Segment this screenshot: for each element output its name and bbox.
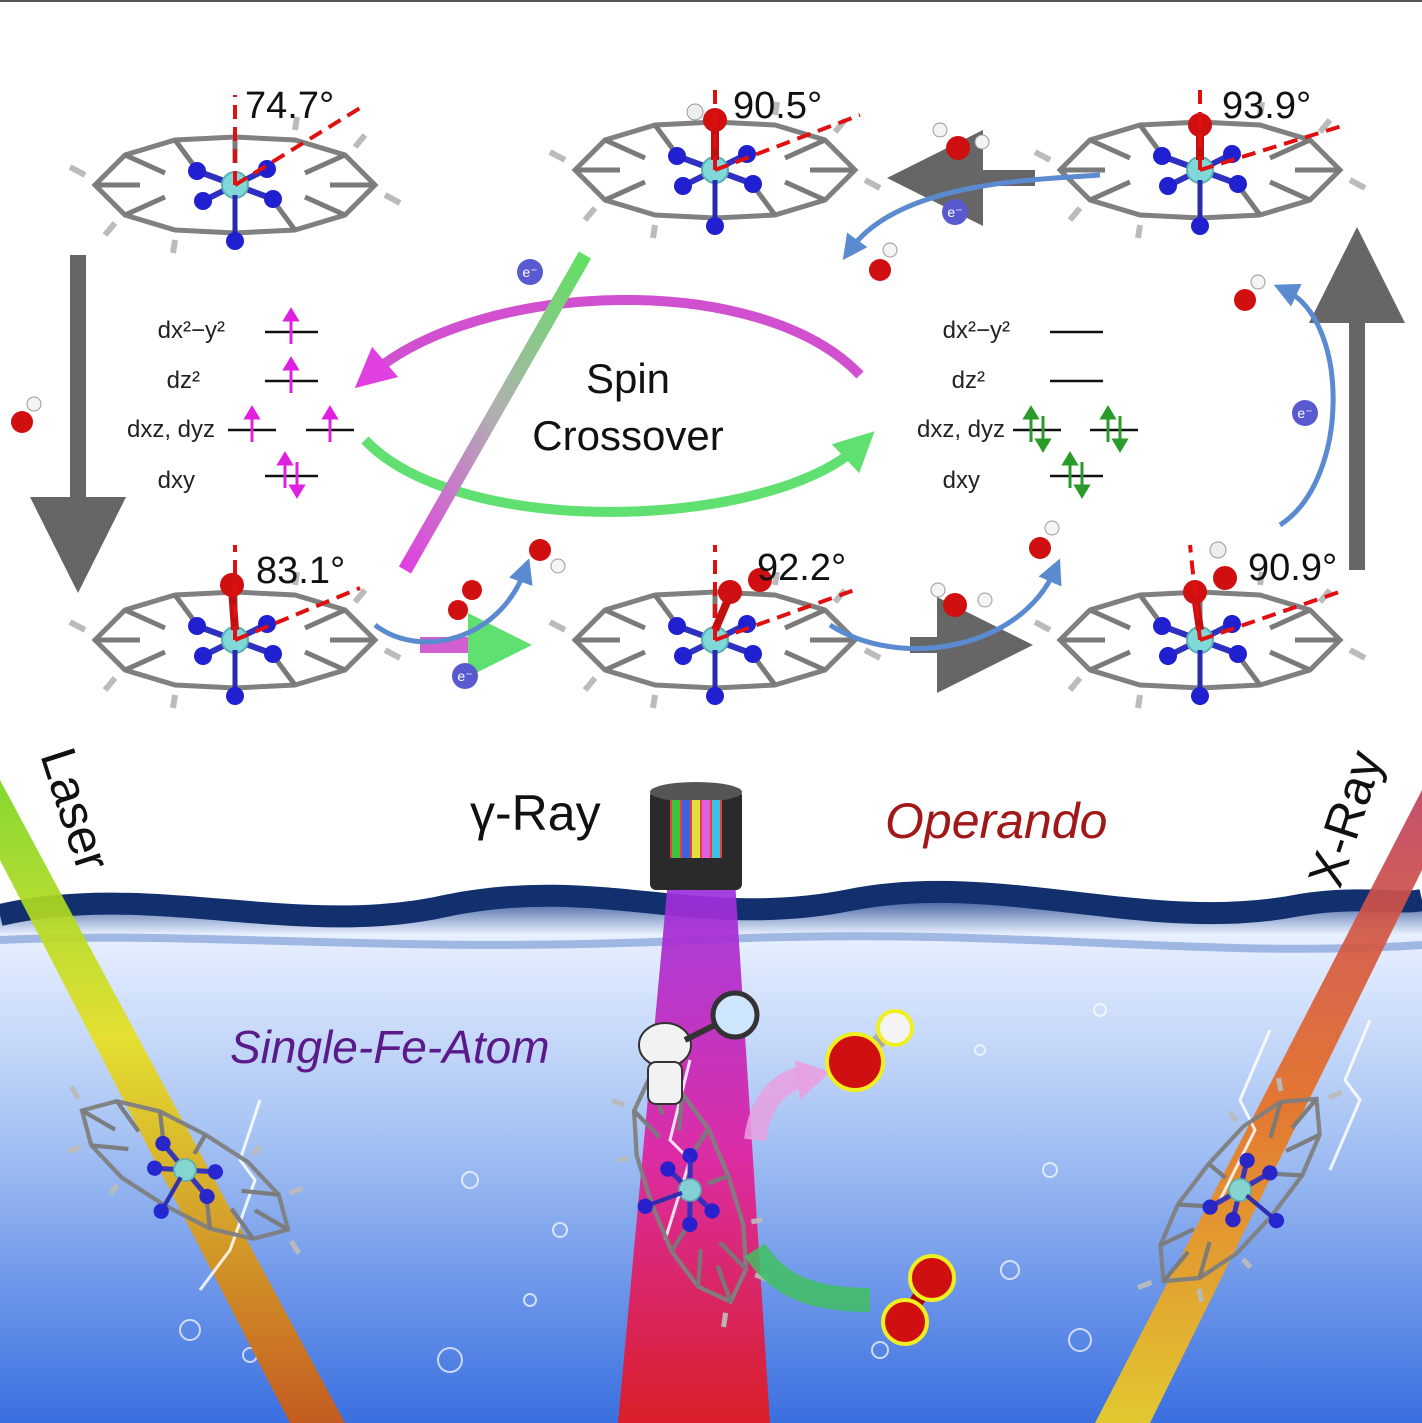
orbital-label-dxy: dxy — [943, 467, 980, 494]
orbital-label-dz2: dz² — [167, 367, 200, 394]
diagonal-gradient-arrow — [398, 251, 592, 574]
gamma-ray-label: γ-Ray — [470, 785, 601, 841]
angle-label-bottom-left: 83.1° — [256, 550, 345, 592]
angle-label-top-middle: 90.5° — [733, 85, 822, 127]
orbital-label-dx2y2: dx²−y² — [158, 317, 225, 344]
spin-crossover-label-line2: Crossover — [532, 412, 723, 459]
bubbles — [179, 1003, 1107, 1373]
spin-crossover-arrow-bottom — [361, 431, 875, 517]
orbital-label-dxz-dyz: dxz, dyz — [917, 416, 1005, 443]
svg-text:e⁻: e⁻ — [947, 204, 962, 220]
operando-label: Operando — [885, 793, 1107, 849]
orbital-label-dz2: dz² — [952, 367, 985, 394]
electron-icon: e⁻ — [1292, 400, 1318, 426]
hydroxyl-molecule-icon — [825, 1009, 914, 1092]
angle-label-bottom-right: 90.9° — [1248, 547, 1337, 589]
electron-transfer-arrows — [373, 172, 1336, 652]
electron-icon: e⁻ — [517, 259, 543, 285]
single-fe-atom-label: Single-Fe-Atom — [230, 1021, 550, 1073]
svg-text:e⁻: e⁻ — [457, 668, 472, 684]
angle-label-top-right: 93.9° — [1222, 85, 1311, 127]
angle-label-top-left: 74.7° — [245, 85, 334, 127]
orbital-label-dxz-dyz: dxz, dyz — [127, 416, 215, 443]
electron-icon: e⁻ — [452, 663, 478, 689]
angle-dashed-lines — [233, 85, 1346, 642]
curved-arrow-from-o2 — [744, 1243, 871, 1312]
orbital-label-dxy: dxy — [158, 467, 195, 494]
electron-icon: e⁻ — [942, 199, 968, 225]
electron-icons: e⁻ e⁻ e⁻ e⁻ — [452, 199, 1318, 689]
svg-text:e⁻: e⁻ — [522, 264, 537, 280]
svg-text:e⁻: e⁻ — [1297, 405, 1312, 421]
orbital-diagram-right: dx²−y² dz² dxz, dyz dxy — [917, 317, 1138, 499]
orbital-diagram-left: dx²−y² dz² dxz, dyz dxy — [127, 307, 354, 499]
laser-label: Laser — [30, 741, 122, 877]
detective-figure-icon — [638, 990, 760, 1105]
spin-crossover-arrow-top — [354, 295, 864, 389]
xray-label: X-Ray — [1297, 744, 1393, 893]
gamma-detector-icon — [650, 782, 742, 890]
spin-crossover-label-line1: Spin — [586, 355, 670, 402]
orbital-label-dx2y2: dx²−y² — [943, 317, 1010, 344]
curved-arrow-to-oh-head — [795, 1060, 830, 1100]
angle-label-bottom-middle: 92.2° — [757, 547, 846, 589]
oxygen-molecule-icon — [881, 1254, 956, 1346]
laser-beam — [0, 780, 345, 1423]
small-molecules — [11, 122, 1266, 620]
